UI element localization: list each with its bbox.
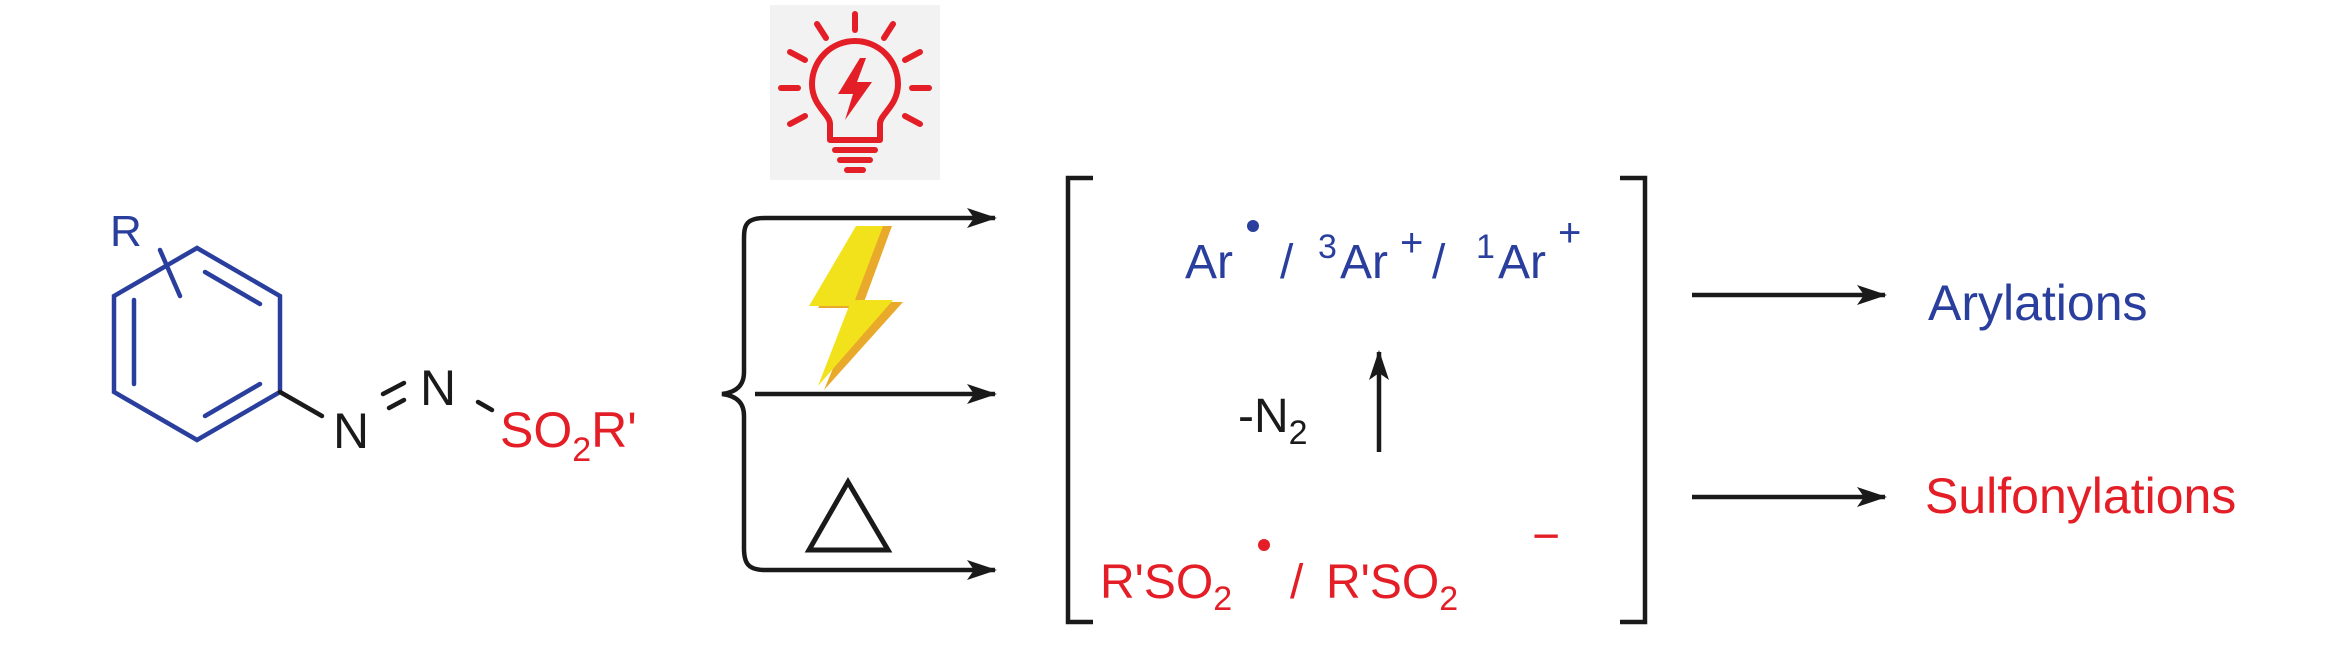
- triplet-superscript: 3: [1318, 228, 1337, 266]
- sulfonyl-radical-dot: [1258, 539, 1270, 551]
- sulfonyl-separator: /: [1290, 556, 1304, 609]
- lightning-icon: [809, 226, 903, 390]
- nitrogen-1: N: [333, 403, 369, 459]
- arylations-label: Arylations: [1928, 275, 2148, 331]
- sulfonylations-label: Sulfonylations: [1925, 468, 2236, 524]
- triangle-icon: [804, 477, 893, 553]
- right-bracket: [1620, 175, 1648, 625]
- aryl-separator-1: /: [1280, 236, 1294, 289]
- nitrogen-loss: -N2: [1238, 390, 1308, 452]
- aryl-singlet-cation: Ar: [1498, 236, 1546, 289]
- radical-dot: [1247, 220, 1259, 232]
- aryl-radical: Ar: [1185, 236, 1233, 289]
- singlet-superscript: 1: [1476, 228, 1495, 266]
- azo-linkage: [277, 380, 495, 419]
- sulfonyl-group: SO2R': [500, 402, 637, 469]
- curly-brace: [721, 215, 766, 573]
- substituent-r: R: [110, 207, 142, 256]
- sulfonyl-anion: R'SO2: [1326, 556, 1458, 618]
- benzene-ring: [111, 245, 283, 443]
- sulfonyl-radical: R'SO2: [1100, 556, 1232, 618]
- left-bracket: [1065, 175, 1093, 625]
- triplet-charge: +: [1400, 221, 1423, 265]
- aryl-triplet-cation: Ar: [1340, 236, 1388, 289]
- singlet-charge: +: [1558, 211, 1581, 255]
- anion-charge: −: [1532, 510, 1560, 563]
- aryl-separator-2: /: [1432, 236, 1446, 289]
- light-bulb-icon: [770, 5, 940, 180]
- nitrogen-2: N: [420, 360, 456, 416]
